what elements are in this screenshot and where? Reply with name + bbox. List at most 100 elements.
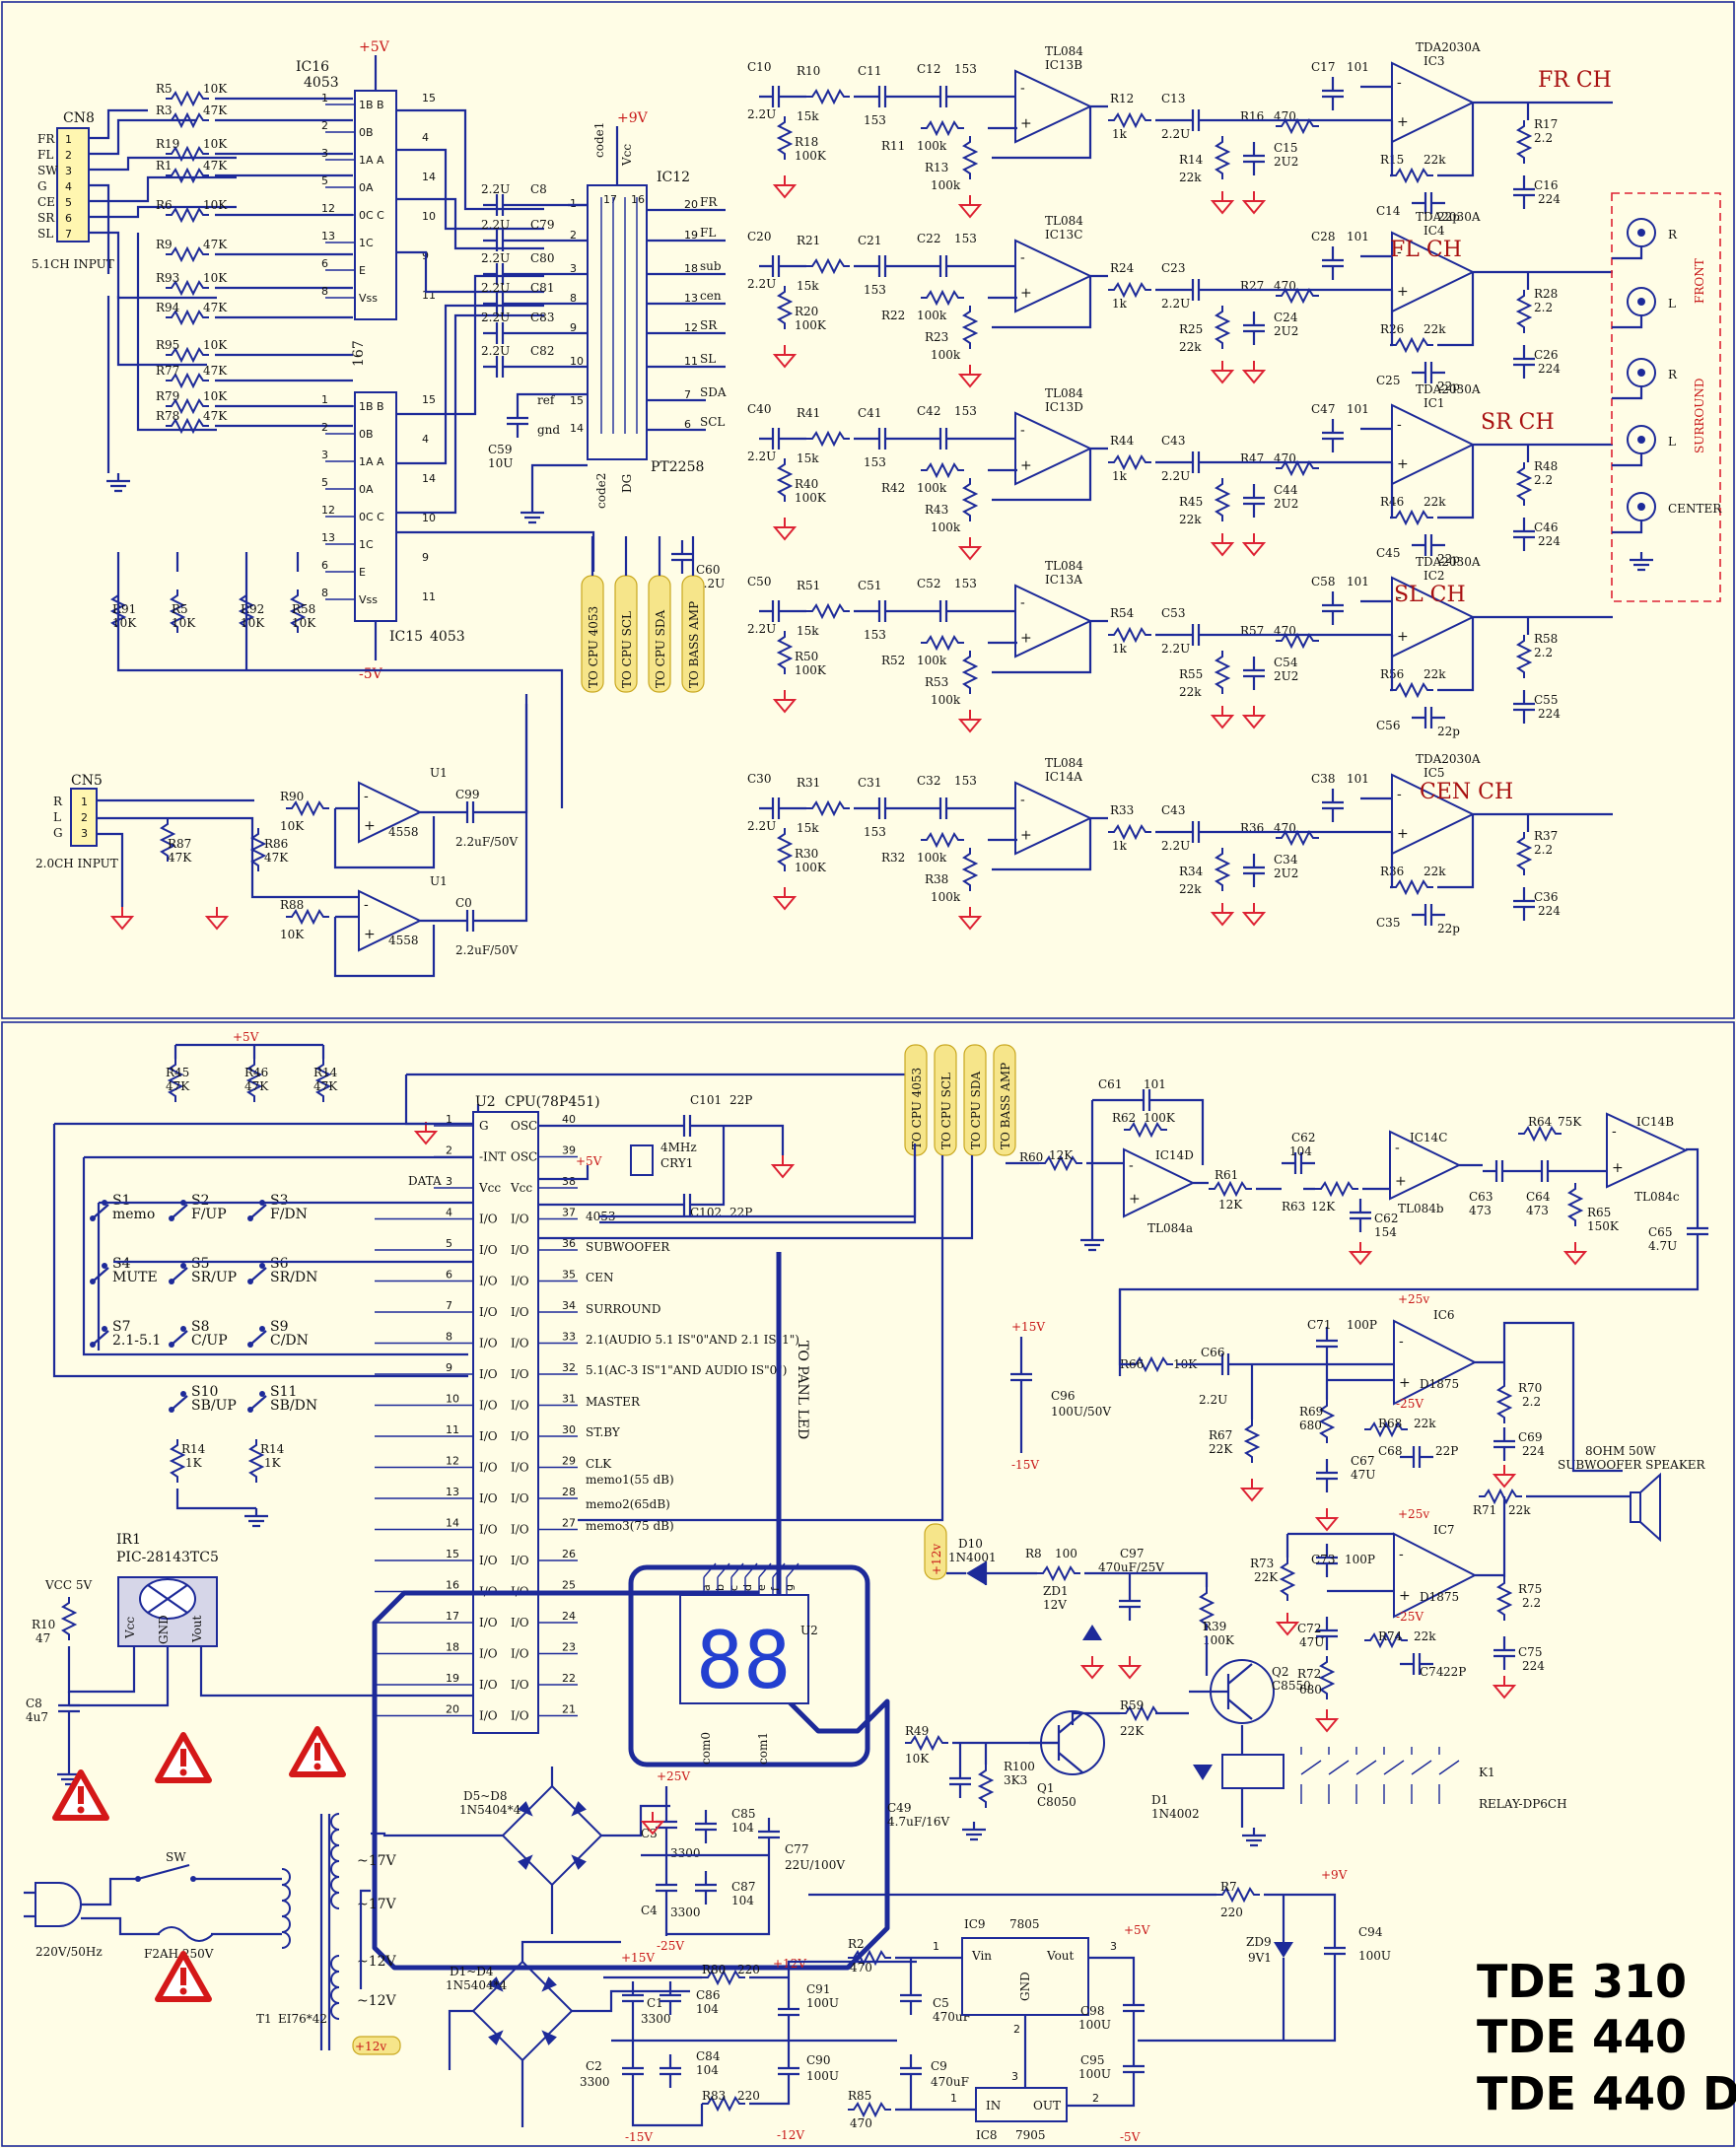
cpu-rname: I/O [511, 1367, 529, 1381]
c8v: 224 [1538, 362, 1561, 376]
switch-id: S8 [191, 1319, 210, 1335]
u1-name: U1 [430, 766, 448, 780]
r100: R100 [1004, 1760, 1035, 1773]
opamp-minus: - [1612, 1124, 1617, 1140]
seg-pin: d [741, 1584, 754, 1591]
ic16-part: 4053 [304, 75, 339, 91]
c91v: 100U [806, 1996, 839, 2010]
c64: C64 [1526, 1190, 1551, 1204]
res-id: R58 [292, 602, 315, 616]
c66: C66 [1201, 1346, 1224, 1359]
r75: R75 [1518, 1582, 1542, 1596]
u1-input-buffers: R9010K-+U14558C992.2uF/50VR8810K-+U14558… [161, 694, 528, 978]
c97v: 470uF/25V [1098, 1560, 1164, 1574]
tl084-opamp [1014, 584, 1093, 658]
channel-title: SR CH [1481, 410, 1555, 435]
switch-S2[interactable]: S2F/UP [169, 1193, 227, 1222]
c2v: 3300 [580, 2075, 610, 2089]
r2: R50 [795, 650, 818, 663]
r3v: 100k [917, 654, 947, 667]
cpu-signal: SURROUND [586, 1302, 660, 1316]
c2: C51 [858, 579, 881, 592]
r3v: 100k [917, 851, 947, 865]
ic12-out: FL [700, 226, 716, 240]
r49: R49 [905, 1724, 929, 1738]
cn5-signal: R [53, 795, 63, 808]
mux-pin: 5 [321, 174, 328, 187]
vin: Vin [971, 1949, 992, 1963]
mux-pin: 14 [422, 171, 436, 183]
u1-name: U1 [430, 874, 448, 888]
bridge: D5~D8 [463, 1789, 508, 1803]
r8v: 22k [1424, 667, 1446, 681]
ic12-vcc: +9V [617, 110, 649, 126]
cpu-rpin: 37 [562, 1207, 576, 1219]
c7v: 22p [1437, 922, 1460, 935]
c74v: 22P [1443, 1665, 1466, 1679]
ic12-pin: 12 [684, 321, 698, 334]
in: IN [986, 2099, 1001, 2113]
switch-S8[interactable]: S8C/UP [169, 1319, 228, 1349]
cpu-lpin: 8 [446, 1331, 452, 1344]
tl084-opamp [1014, 239, 1093, 313]
display-digits: 88 [696, 1615, 791, 1706]
switch-S9[interactable]: S9C/DN [247, 1319, 309, 1349]
c-in: C40 [747, 402, 771, 416]
mux-pin: 3 [321, 449, 328, 461]
tda2030-amp [1391, 773, 1476, 856]
cn8-pin: 6 [65, 212, 72, 225]
c1: C1 [647, 1996, 663, 2010]
cpu-vcc-p5: +5V [576, 1154, 602, 1168]
signal-tag: TO CPU 4053 [910, 1068, 924, 1149]
c2: C2 [586, 2059, 602, 2073]
model-tde440: TDE 440 [1477, 2010, 1687, 2063]
c6: C58 [1311, 575, 1335, 589]
gnd: GND [1018, 1972, 1032, 2001]
r1: R10 [797, 64, 820, 78]
mux-pin: 4 [422, 433, 429, 446]
ic12-pin: 20 [684, 198, 698, 211]
r9: R28 [1534, 287, 1558, 301]
cpu-lpin: 9 [446, 1361, 452, 1374]
r2v: 100K [795, 149, 827, 163]
opamp-plus: + [364, 818, 376, 834]
cn8-signal: FL [37, 148, 53, 162]
switch-S7[interactable]: S72.1-5.1 [90, 1319, 161, 1349]
r65: R65 [1587, 1206, 1611, 1219]
switch-id: S5 [191, 1256, 210, 1272]
ic12-gnd: gnd [537, 423, 560, 437]
res-val: 47K [203, 159, 228, 173]
c86v: 104 [696, 2002, 719, 2016]
opamp-plus: + [1397, 629, 1409, 645]
c4v: 2.2U [1161, 839, 1190, 853]
pullup-id: R45 [166, 1066, 189, 1079]
cpu-lpin: 18 [446, 1641, 459, 1654]
res-val: 10K [172, 616, 196, 630]
cpu-lpin: 16 [446, 1579, 459, 1592]
opamp-minus: - [1397, 244, 1402, 260]
cpu-rpin: 22 [562, 1672, 576, 1685]
res-val: 47K [203, 409, 228, 423]
cpu-rpin: 30 [562, 1423, 576, 1436]
seg-pin: c [728, 1585, 740, 1591]
c7: C45 [1376, 546, 1400, 560]
opamp-plus: + [1399, 1588, 1411, 1604]
ampic: IC3 [1424, 54, 1445, 68]
r1: R51 [797, 579, 820, 592]
cn8-pin: 5 [65, 196, 72, 209]
cn5-pin: 3 [81, 827, 88, 840]
c7v: 22p [1437, 552, 1460, 566]
mux-pinname: 1A A [359, 154, 384, 167]
c61: C61 [1098, 1077, 1122, 1091]
r49v: 10K [905, 1752, 930, 1766]
switch-S3[interactable]: S3F/DN [247, 1193, 308, 1222]
c84v: 104 [696, 2063, 719, 2077]
